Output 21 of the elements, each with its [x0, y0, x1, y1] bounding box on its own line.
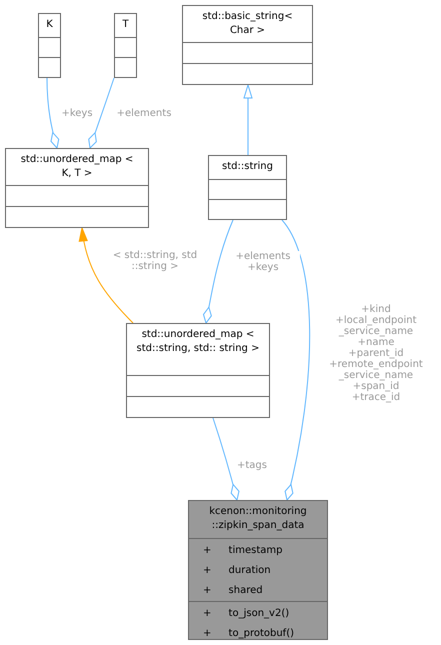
class-box	[126, 323, 270, 418]
class-box	[188, 500, 328, 640]
connector-arrow	[79, 228, 134, 324]
member: + duration	[203, 564, 272, 578]
class-name: kcenon::monitoring ::zipkin_span_data	[208, 505, 308, 533]
class-box	[208, 155, 287, 220]
class-box	[114, 13, 137, 78]
class-name: std::unordered_map < K, T >	[20, 153, 134, 181]
class-name: std::unordered_map < std::string, std:: string >	[136, 328, 260, 356]
class-name: std::basic_string< Char >	[201, 10, 294, 38]
class-name: T	[122, 18, 129, 32]
member: + timestamp	[203, 544, 284, 558]
connector-arrow	[244, 84, 252, 156]
member: + to_json_v2()	[203, 607, 290, 621]
class-name: K	[46, 18, 53, 32]
class-box	[182, 5, 313, 85]
member: + to_protobuf()	[203, 627, 296, 641]
member: + shared	[203, 584, 264, 598]
class-name: std::string	[222, 160, 273, 174]
class-box	[5, 148, 149, 228]
class-box	[38, 13, 61, 78]
